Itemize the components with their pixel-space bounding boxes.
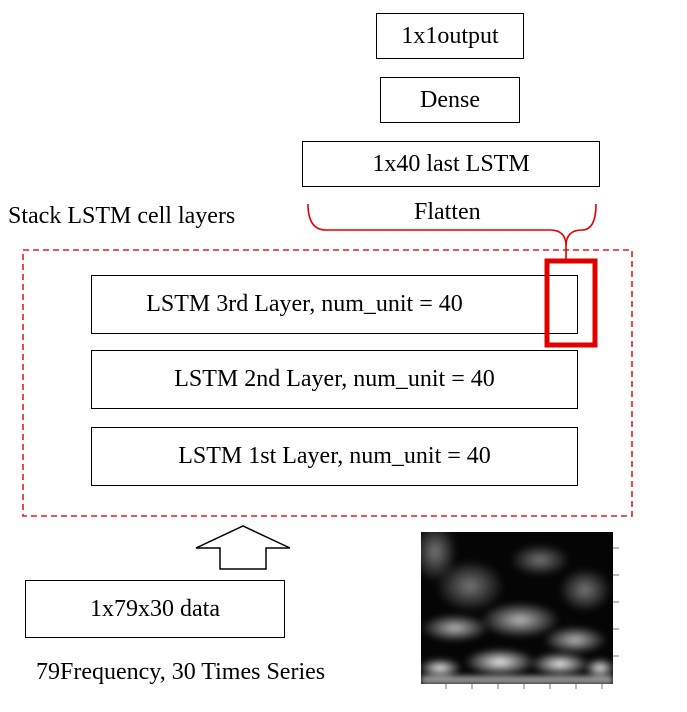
output-box: 1x1output: [376, 13, 524, 59]
output-label: 1x1output: [401, 22, 499, 49]
up-arrow-icon: [195, 525, 291, 570]
lstm-3rd-layer-label: LSTM 3rd Layer, num_unit = 40: [146, 291, 463, 317]
lstm-2nd-layer-label: LSTM 2nd Layer, num_unit = 40: [174, 366, 495, 392]
input-data-label: 1x79x30 data: [90, 595, 220, 622]
last-lstm-label: 1x40 last LSTM: [372, 150, 530, 177]
last-step-highlight: [544, 258, 598, 348]
flatten-label: Flatten: [414, 199, 481, 225]
dense-label: Dense: [420, 86, 480, 113]
lstm-3rd-layer-box: LSTM 3rd Layer, num_unit = 40: [91, 275, 578, 334]
last-lstm-box: 1x40 last LSTM: [302, 141, 600, 187]
input-caption: 79Frequency, 30 Times Series: [36, 659, 326, 685]
dense-box: Dense: [380, 77, 520, 123]
lstm-1st-layer-box: LSTM 1st Layer, num_unit = 40: [91, 427, 578, 486]
stack-container: [22, 249, 633, 517]
flatten-brace: [307, 203, 597, 260]
spectrogram-image: [421, 532, 619, 689]
input-data-box: 1x79x30 data: [25, 580, 285, 638]
lstm-2nd-layer-box: LSTM 2nd Layer, num_unit = 40: [91, 350, 578, 409]
stack-label: Stack LSTM cell layers: [8, 203, 236, 229]
lstm-1st-layer-label: LSTM 1st Layer, num_unit = 40: [178, 443, 491, 469]
